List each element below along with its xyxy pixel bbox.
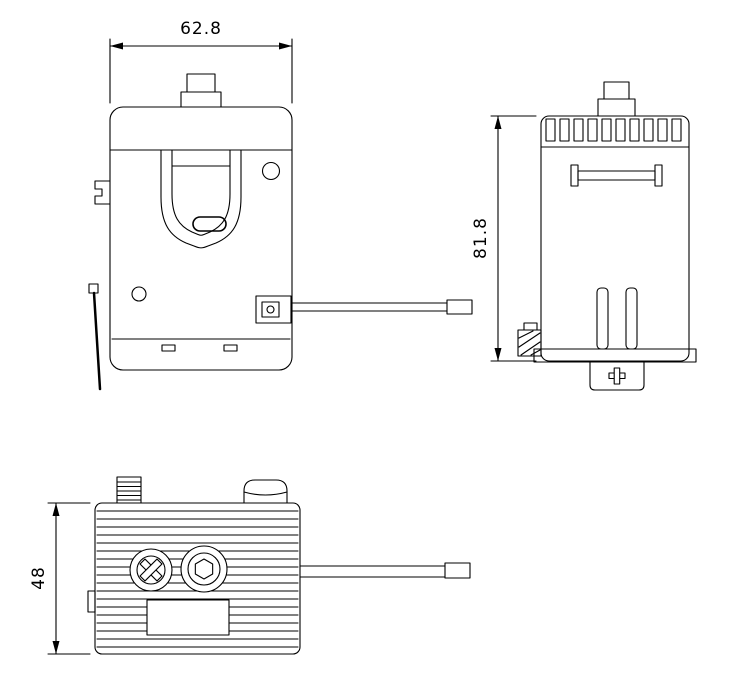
arrowhead-right [279, 42, 292, 50]
front-small-hole [131, 286, 147, 302]
bottom-cable [299, 562, 471, 579]
side-mount-bracket [570, 164, 663, 187]
bottom-lens-port [180, 545, 228, 593]
front-bottom-slot-left [161, 344, 176, 352]
arrowhead-bottom [494, 348, 502, 361]
bottom-body-outline [94, 502, 301, 655]
front-round-hole [261, 161, 281, 181]
side-height-dimension-text: 81.8 [471, 217, 491, 259]
front-latch-inner [171, 149, 231, 236]
side-body [517, 81, 697, 391]
hex-socket [194, 558, 214, 580]
connector-pin [266, 305, 275, 314]
front-view: 62.8 [88, 19, 473, 391]
bottom-label-plate [146, 599, 230, 636]
front-width-dimension: 62.8 [109, 19, 293, 104]
front-body [88, 73, 293, 391]
front-bottom-slot-right [223, 344, 238, 352]
bottom-height-dimension: 48 [29, 502, 91, 655]
arrowhead-top [494, 116, 502, 129]
front-latch-outer [160, 149, 242, 249]
connector-housing [255, 295, 292, 324]
side-cooling-fins [545, 118, 682, 142]
bottom-antenna-connector [116, 476, 142, 504]
phillips-cross [139, 558, 163, 582]
cable-tip [444, 562, 471, 579]
side-height-dimension: 81.8 [471, 115, 537, 362]
bottom-screw-boss [129, 548, 173, 592]
front-left-tab [94, 180, 111, 205]
front-cable-connector [255, 295, 473, 324]
arrowhead-left [110, 42, 123, 50]
side-bottom-tab [589, 361, 645, 391]
front-width-dimension-text: 62.8 [180, 19, 222, 39]
front-wire-antenna [92, 291, 102, 391]
side-terminal-block [517, 322, 542, 357]
bottom-body [87, 476, 301, 655]
bottom-height-dimension-text: 48 [29, 566, 49, 590]
front-top-knob-base [180, 91, 222, 108]
cable-tip [446, 299, 473, 315]
side-top-knob-base [597, 98, 636, 117]
arrowhead-bottom [52, 641, 60, 654]
bottom-view: 48 [29, 476, 471, 655]
bottom-left-tab [87, 590, 96, 613]
bottom-knob-cap [243, 479, 288, 504]
front-latch-slot [192, 216, 227, 232]
side-view: 81.8 [471, 81, 697, 391]
arrowhead-top [52, 503, 60, 516]
side-cross-screw [608, 367, 626, 385]
connector-inner [261, 301, 280, 318]
